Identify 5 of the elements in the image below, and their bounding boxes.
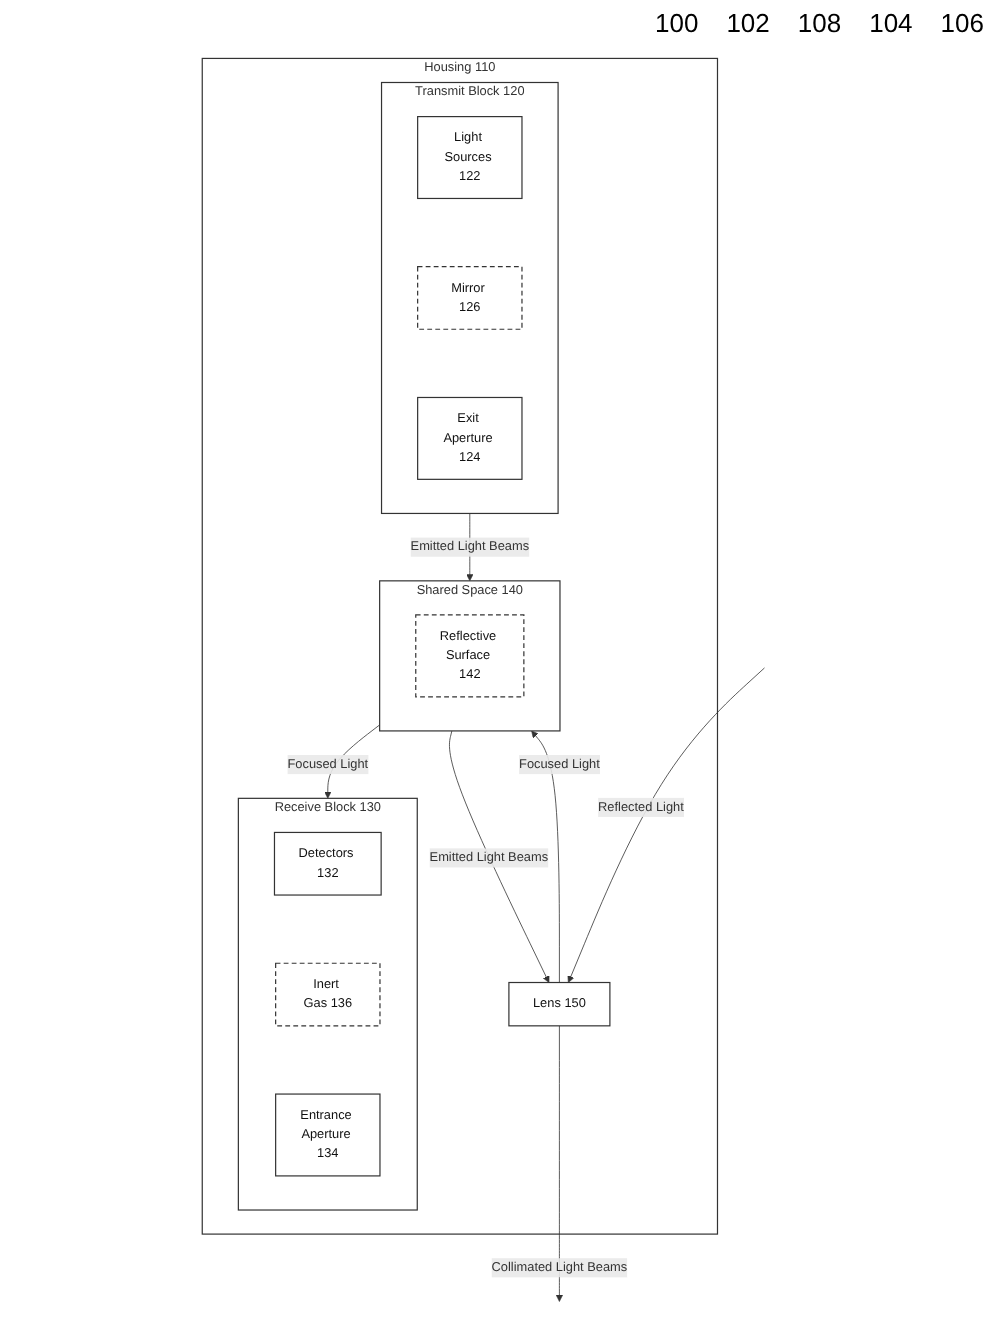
reference-number: 102: [726, 8, 770, 42]
reference-number: 108: [797, 8, 842, 42]
reference-number: 106: [940, 8, 984, 42]
reference-number: 104: [869, 8, 913, 42]
reference-number: 100: [654, 8, 699, 42]
